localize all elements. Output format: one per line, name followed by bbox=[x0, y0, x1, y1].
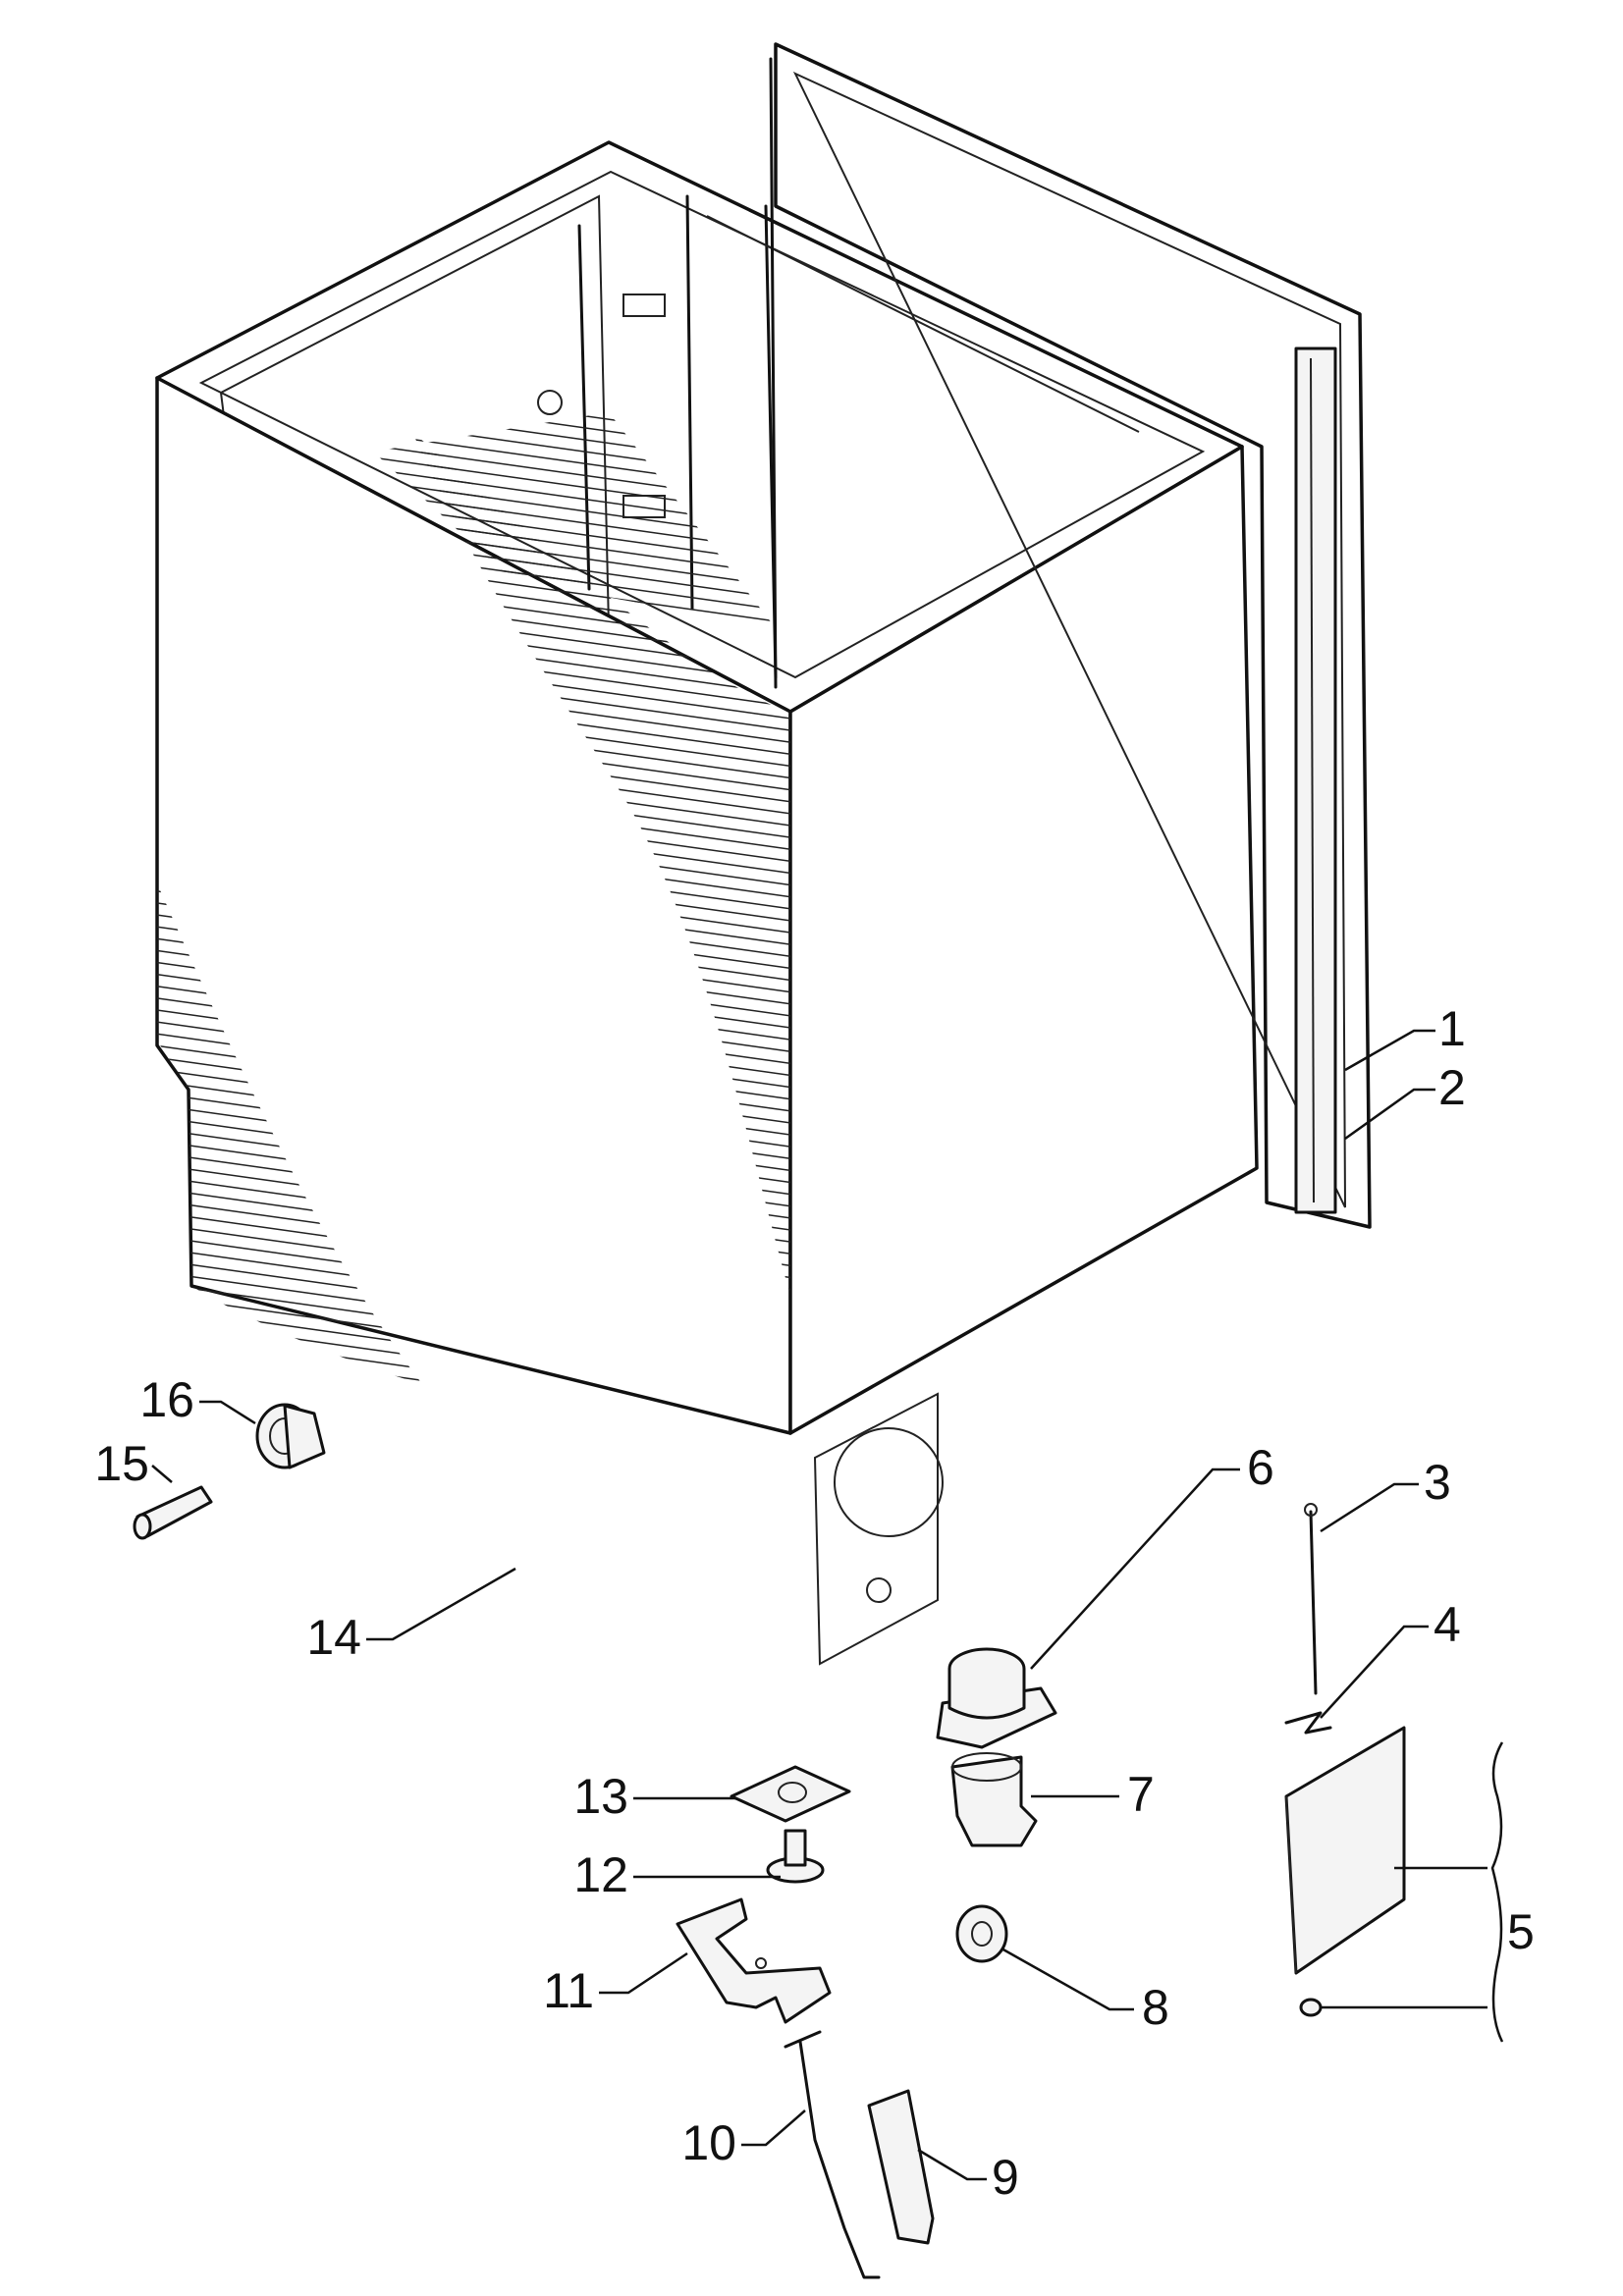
callout-11: 11 bbox=[543, 1963, 594, 2018]
callout-7: 7 bbox=[1127, 1767, 1155, 1822]
nut-8 bbox=[955, 1904, 1008, 1963]
hose-fitting-6 bbox=[936, 1647, 1057, 1749]
spring-4 bbox=[1284, 1711, 1332, 1735]
callout-6: 6 bbox=[1247, 1440, 1274, 1495]
callout-12: 12 bbox=[573, 1847, 628, 1902]
callout-3: 3 bbox=[1424, 1455, 1451, 1510]
bolt-3 bbox=[1304, 1503, 1318, 1695]
callout-1: 1 bbox=[1438, 1001, 1466, 1056]
callout-5: 5 bbox=[1507, 1904, 1535, 1959]
callout-13: 13 bbox=[573, 1769, 628, 1824]
cabinet-body bbox=[155, 140, 1259, 1666]
pin-part bbox=[133, 1485, 213, 1540]
plate-11 bbox=[676, 1897, 832, 2024]
clip-9 bbox=[867, 2089, 935, 2245]
grommet-12 bbox=[766, 1829, 825, 1884]
cover-5 bbox=[1284, 1726, 1406, 2017]
callout-14: 14 bbox=[306, 1610, 361, 1665]
callout-8: 8 bbox=[1142, 1980, 1169, 2035]
callout-2: 2 bbox=[1438, 1060, 1466, 1115]
callout-16: 16 bbox=[139, 1372, 194, 1427]
bracket-7 bbox=[950, 1752, 1038, 1847]
back-panel bbox=[769, 42, 1372, 1229]
callout-10: 10 bbox=[681, 2115, 736, 2170]
rod-10 bbox=[784, 2030, 881, 2279]
callout-15: 15 bbox=[94, 1436, 149, 1491]
callout-9: 9 bbox=[992, 2150, 1019, 2205]
leader-lines bbox=[151, 1029, 1504, 2181]
foot-part bbox=[255, 1403, 326, 1469]
mount-plate-13 bbox=[730, 1765, 851, 1823]
callout-4: 4 bbox=[1434, 1597, 1461, 1652]
